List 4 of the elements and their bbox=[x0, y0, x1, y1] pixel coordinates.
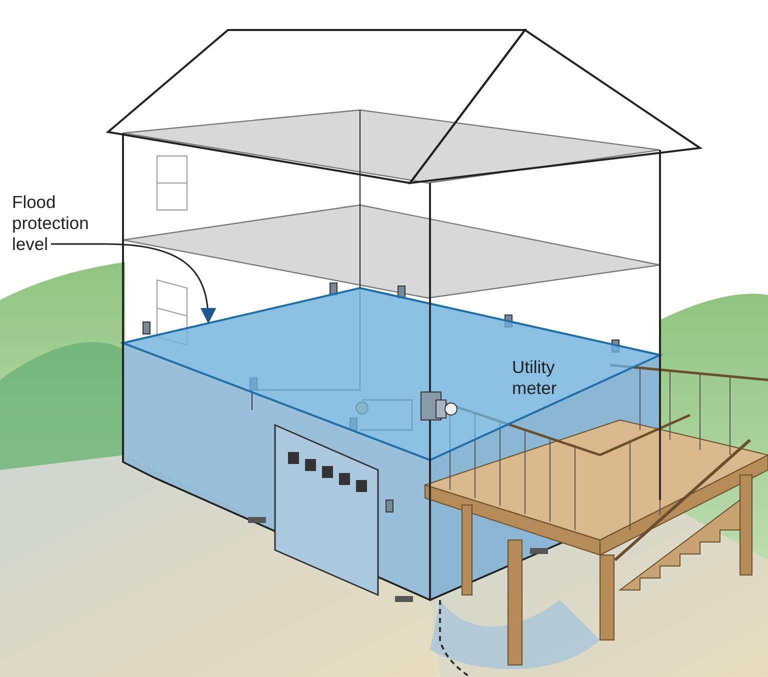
callout-text: Flood protection level bbox=[12, 192, 112, 255]
flood-level-water-surface bbox=[120, 286, 664, 462]
callout-label: Utility meter bbox=[512, 357, 558, 399]
leader-line bbox=[51, 243, 216, 324]
